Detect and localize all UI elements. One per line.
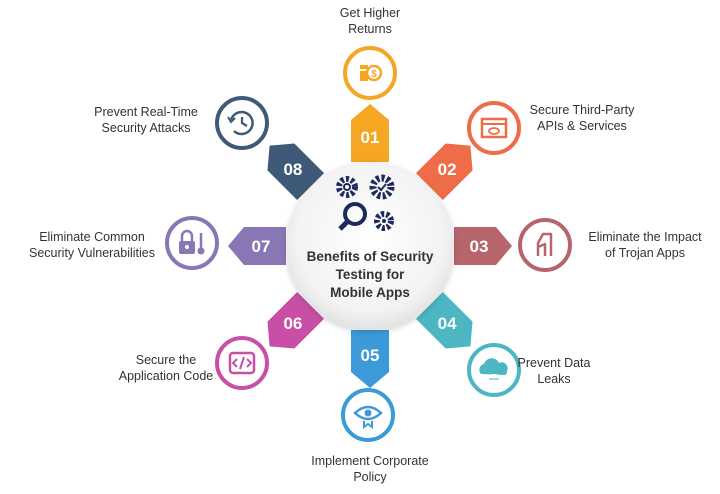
icon-ring bbox=[343, 46, 397, 100]
api-window-icon bbox=[467, 101, 521, 155]
step-number: 01 bbox=[361, 128, 380, 147]
label-line: Secure the bbox=[135, 353, 197, 367]
step-number: 06 bbox=[283, 314, 302, 333]
step-number: 02 bbox=[438, 160, 457, 179]
label-line: Eliminate the Impact bbox=[588, 230, 702, 244]
label-line: Returns bbox=[348, 22, 392, 36]
label-line: Eliminate Common bbox=[39, 230, 145, 244]
arrow-01: 01 bbox=[351, 104, 389, 162]
center-title-line: Mobile Apps bbox=[330, 285, 410, 300]
label-line: Get Higher bbox=[339, 6, 401, 20]
arrow-02: 02 bbox=[415, 143, 473, 201]
cloud-database-icon bbox=[467, 343, 521, 397]
arrow-shape bbox=[267, 291, 325, 349]
arrow-07: 07 bbox=[228, 227, 286, 265]
label-line: APIs & Services bbox=[537, 119, 627, 133]
arrow-shape bbox=[415, 143, 473, 201]
label-line: Secure Third-Party bbox=[529, 103, 635, 117]
code-icon bbox=[215, 336, 269, 390]
label-line: Implement Corporate bbox=[311, 454, 429, 468]
label-line: of Trojan Apps bbox=[605, 246, 685, 260]
step-number: 08 bbox=[283, 160, 302, 179]
label-line: Application Code bbox=[118, 369, 214, 383]
step-number: 04 bbox=[438, 314, 457, 333]
money-growth-icon: $ bbox=[343, 46, 397, 100]
arrow-05: 05 bbox=[351, 330, 389, 388]
center-title-line: Benefits of Security bbox=[306, 249, 434, 264]
arrow-shape bbox=[415, 291, 473, 349]
step-number: 03 bbox=[470, 237, 489, 256]
label-line: Prevent Data bbox=[517, 356, 591, 370]
arrow-shape bbox=[267, 143, 325, 201]
arrow-03: 03 bbox=[454, 227, 512, 265]
arrow-04: 04 bbox=[415, 291, 473, 349]
arrow-shape bbox=[228, 227, 286, 265]
eye-shield-icon bbox=[341, 388, 395, 442]
center-title: Benefits of Security Testing for Mobile … bbox=[307, 248, 434, 302]
arrow-shape bbox=[454, 227, 512, 265]
lock-thermometer-icon bbox=[165, 216, 219, 270]
step-number: 07 bbox=[252, 237, 271, 256]
gears-magnifier-icon bbox=[336, 174, 395, 231]
center-title-line: Testing for bbox=[335, 267, 405, 282]
label-line: Leaks bbox=[537, 372, 571, 386]
arrow-shape bbox=[351, 104, 389, 162]
label-line: Policy bbox=[353, 470, 387, 484]
arrow-08: 08 bbox=[267, 143, 325, 201]
label-line: Security Vulnerabilities bbox=[29, 246, 155, 260]
clock-refresh-icon bbox=[215, 96, 269, 150]
svg-text:$: $ bbox=[371, 69, 377, 80]
label-line: Security Attacks bbox=[101, 121, 191, 135]
label-line: Prevent Real-Time bbox=[94, 105, 198, 119]
center-circle bbox=[286, 162, 454, 330]
arrow-shape bbox=[351, 330, 389, 388]
arrow-06: 06 bbox=[267, 291, 325, 349]
benefit-label-03: Eliminate the Impact of Trojan Apps bbox=[588, 229, 701, 261]
step-number: 05 bbox=[361, 346, 380, 365]
trojan-horse-icon bbox=[518, 218, 572, 272]
